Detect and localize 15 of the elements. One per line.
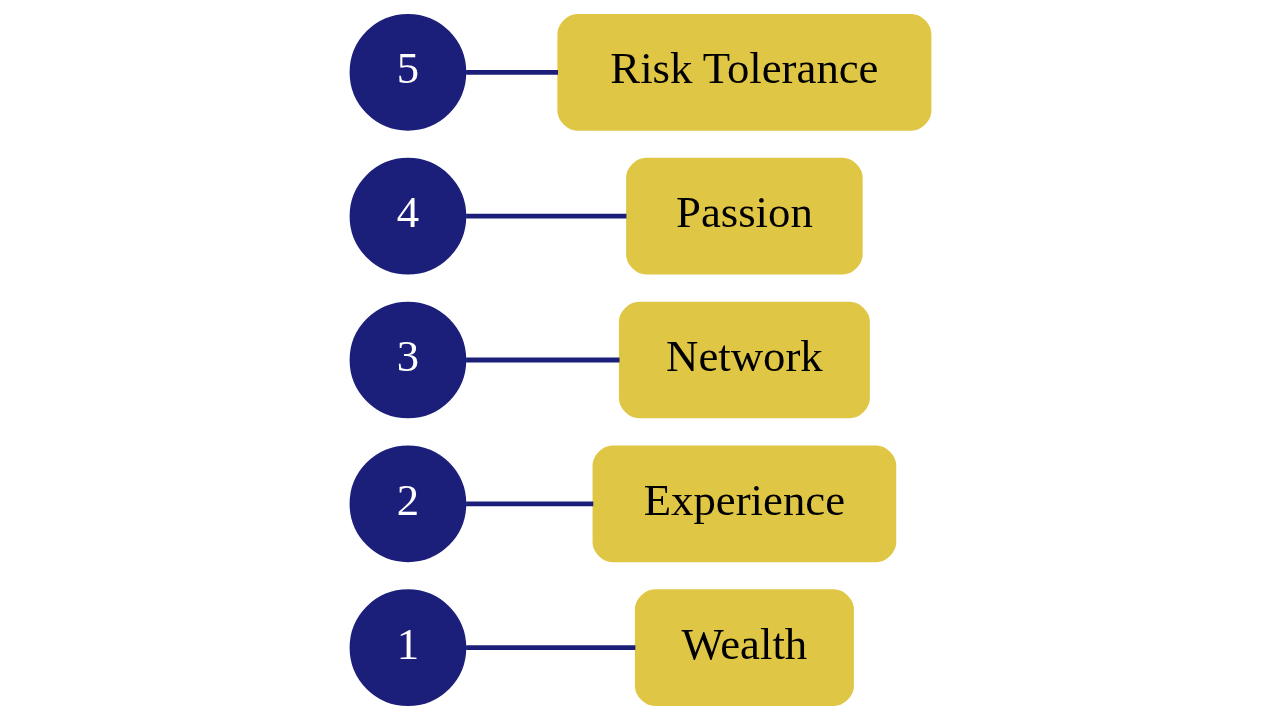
node-box: Wealth: [634, 589, 854, 707]
connector: [465, 645, 635, 651]
node-circle: 4: [349, 157, 466, 275]
connector: [465, 357, 619, 363]
node-box: Experience: [592, 445, 896, 563]
connector: [465, 501, 593, 507]
node-circle: 3: [349, 301, 466, 419]
node-circle: 2: [349, 445, 466, 563]
node-circle: 1: [349, 589, 466, 707]
connector: [465, 213, 626, 219]
node-box: Network: [618, 301, 870, 419]
connector: [465, 69, 558, 75]
node-box: Risk Tolerance: [556, 13, 931, 131]
node-box: Passion: [625, 157, 863, 275]
node-circle: 5: [349, 13, 466, 131]
